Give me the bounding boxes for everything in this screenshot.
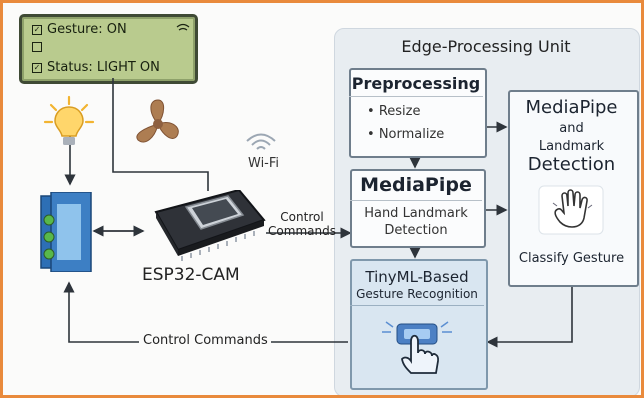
- preprocessing-title: Preprocessing: [351, 74, 481, 93]
- mediapipe-center-sub-1: Hand Landmark: [364, 206, 468, 221]
- wifi-label: Wi-Fi: [248, 156, 280, 171]
- preprocessing-item-normalize: • Normalize: [367, 127, 445, 142]
- wifi-icon: [246, 133, 276, 150]
- divider: [350, 305, 484, 306]
- divider: [350, 200, 482, 201]
- mediapipe-right-sub-1: Landmark: [538, 139, 605, 154]
- mediapipe-right-sub-2: Detection: [527, 154, 616, 175]
- mediapipe-right-title: MediaPipe: [525, 97, 618, 118]
- mediapipe-center-title: MediaPipe: [360, 174, 472, 196]
- wifi-icon: [176, 23, 190, 31]
- lcd-line-3: ✓Status: LIGHT ON: [32, 60, 160, 75]
- checkbox-icon: [32, 42, 42, 52]
- tinyml-title-1: TinyML-Based: [365, 268, 469, 286]
- connector-lines: [63, 78, 573, 348]
- bottom-control-arrow: [63, 281, 139, 343]
- control-label-line-2: Commands: [268, 224, 336, 238]
- checkbox-icon: ✓: [32, 25, 42, 35]
- lcd-line-1: ✓Gesture: ON: [32, 22, 127, 37]
- lcd-line-2: [32, 42, 47, 57]
- edge-processing-title: Edge-Processing Unit: [401, 37, 571, 56]
- touch-icon: [382, 321, 452, 374]
- classify-return-arrow: [486, 284, 573, 348]
- fan-icon: [136, 99, 179, 143]
- relay-icon: [40, 192, 92, 272]
- mediapipe-right-and: and: [559, 121, 584, 136]
- bottom-control-label: Control Commands: [143, 333, 268, 348]
- bulb-icon: [43, 95, 95, 145]
- lcd-to-esp-line: [112, 78, 209, 191]
- checkbox-icon: ✓: [32, 63, 42, 73]
- tinyml-title-2: Gesture Recognition: [356, 287, 478, 301]
- chip-icon: [154, 190, 266, 261]
- hand-icon: [538, 185, 604, 235]
- preprocessing-box: [349, 68, 487, 158]
- mediapipe-center-sub-2: Detection: [384, 223, 448, 238]
- preprocessing-item-resize: • Resize: [367, 104, 421, 119]
- tinyml-box: [350, 259, 488, 390]
- classify-gesture-label: Classify Gesture: [518, 251, 625, 266]
- esp32-label: ESP32-CAM: [142, 265, 240, 285]
- control-label-line-1: Control: [280, 210, 324, 224]
- lcd-display: ✓Gesture: ON ✓Status: LIGHT ON: [19, 14, 198, 84]
- mediapipe-center-box: [350, 169, 486, 248]
- divider: [349, 96, 483, 97]
